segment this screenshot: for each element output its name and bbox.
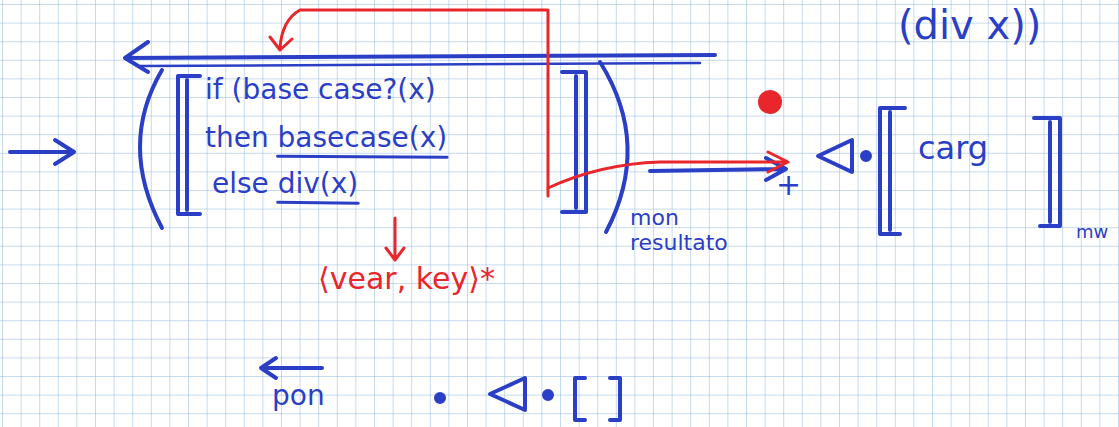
handwritten-note: carg bbox=[918, 130, 988, 167]
handwritten-note: pon bbox=[272, 380, 325, 412]
open-bracket bbox=[178, 76, 200, 214]
dot-symbol bbox=[436, 394, 444, 402]
input-arrow bbox=[10, 140, 74, 164]
close-paren bbox=[600, 62, 628, 232]
down-arrow bbox=[386, 218, 404, 260]
back-arrow bbox=[125, 42, 715, 72]
red-dot bbox=[758, 90, 782, 114]
handwritten-note: mon resultato bbox=[630, 205, 750, 256]
empty-bracket bbox=[575, 378, 620, 420]
result-arrow bbox=[548, 152, 788, 188]
open-bracket bbox=[880, 108, 905, 234]
overline-arrow bbox=[261, 358, 322, 378]
triangle-symbol bbox=[490, 378, 525, 410]
handwritten-note: mw bbox=[1076, 222, 1108, 243]
handwritten-note: if (base case?(x) bbox=[205, 74, 436, 106]
handwritten-note: ⟨vear, key⟩* bbox=[318, 262, 495, 297]
handwritten-note: else div(x) bbox=[212, 168, 358, 200]
dot-symbol bbox=[544, 391, 552, 399]
close-bracket bbox=[1034, 118, 1060, 226]
handwritten-note: + bbox=[776, 168, 801, 203]
triangle-symbol bbox=[818, 140, 852, 172]
handwritten-note: (div x)) bbox=[898, 2, 1041, 48]
handwritten-note: then basecase(x) bbox=[205, 122, 447, 154]
open-paren bbox=[140, 70, 162, 228]
dot-symbol bbox=[862, 152, 870, 160]
back-arrow-stroke bbox=[140, 63, 700, 66]
underline bbox=[278, 156, 448, 157]
underline bbox=[278, 202, 359, 203]
close-bracket bbox=[562, 72, 586, 212]
